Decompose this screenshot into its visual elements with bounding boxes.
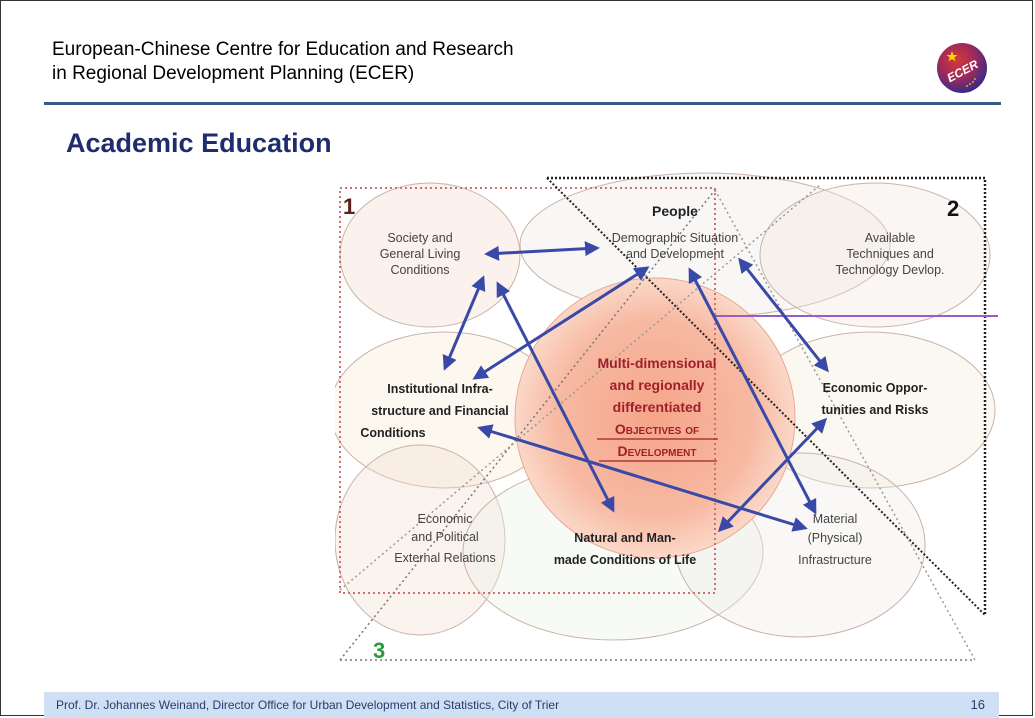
label-material-1: Material bbox=[813, 512, 857, 526]
page-number: 16 bbox=[970, 697, 985, 712]
label-center-4: Objectives of bbox=[615, 421, 699, 437]
label-economic-2: tunities and Risks bbox=[822, 403, 929, 417]
label-economic-1: Economic Oppor- bbox=[823, 381, 928, 395]
header-title: European-Chinese Centre for Education an… bbox=[52, 38, 514, 86]
label-natural-2: made Conditions of Life bbox=[554, 553, 696, 567]
label-external-3: External Relations bbox=[394, 551, 495, 565]
label-demographic-1: Demographic Situation bbox=[612, 231, 739, 245]
label-center-1: Multi-dimensional bbox=[598, 355, 717, 371]
dotted-frame-2 bbox=[547, 176, 987, 615]
footer-bar: Prof. Dr. Johannes Weinand, Director Off… bbox=[44, 692, 999, 718]
label-institutional-1: Institutional Infra- bbox=[387, 382, 493, 396]
corner-number-2: 2 bbox=[947, 196, 959, 221]
label-techniques-3: Technology Devlop. bbox=[835, 263, 944, 277]
label-techniques-1: Available bbox=[865, 231, 916, 245]
label-material-2: (Physical) bbox=[808, 531, 863, 545]
label-institutional-2: structure and Financial bbox=[371, 404, 509, 418]
label-techniques-2: Techniques and bbox=[846, 247, 934, 261]
header-line-2: in Regional Development Planning (ECER) bbox=[52, 63, 415, 84]
label-external-2: and Political bbox=[411, 530, 478, 544]
label-natural-1: Natural and Man- bbox=[574, 531, 675, 545]
label-material-3: Infrastructure bbox=[798, 553, 872, 567]
header-rule bbox=[44, 102, 1001, 105]
label-center-2: and regionally bbox=[610, 377, 705, 393]
label-society-2: General Living bbox=[380, 247, 461, 261]
corner-number-3: 3 bbox=[373, 638, 385, 663]
slide-title: Academic Education bbox=[66, 128, 332, 158]
development-objectives-diagram: 1 2 3 People Demographic Situation and D… bbox=[335, 172, 998, 663]
arrow-society-people bbox=[484, 241, 600, 261]
corner-number-1: 1 bbox=[343, 194, 355, 219]
ecer-logo: ECER bbox=[937, 43, 987, 93]
label-society-3: Conditions bbox=[390, 263, 449, 277]
center-circle bbox=[514, 277, 796, 559]
label-center-3: differentiated bbox=[613, 399, 702, 415]
label-external-1: Economic bbox=[418, 512, 473, 526]
arrow-economic-natural bbox=[717, 417, 828, 533]
header-line-1: European-Chinese Centre for Education an… bbox=[52, 39, 514, 60]
label-institutional-3: Conditions bbox=[360, 426, 425, 440]
label-people: People bbox=[652, 203, 698, 219]
label-center-5: Development bbox=[617, 443, 696, 459]
label-demographic-2: and Development bbox=[626, 247, 725, 261]
footer-text: Prof. Dr. Johannes Weinand, Director Off… bbox=[56, 698, 560, 712]
label-society-1: Society and bbox=[387, 231, 452, 245]
